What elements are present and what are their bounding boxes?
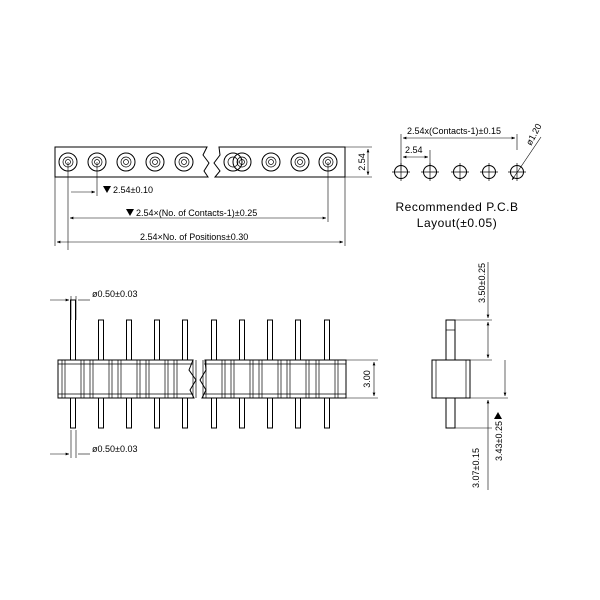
body-left (57, 359, 197, 399)
side-pin (445, 319, 456, 361)
pin (145, 319, 169, 429)
pcb-holes (392, 163, 526, 181)
dim-positions-label: 2.54×No. of Positions±0.30 (140, 232, 248, 242)
top-view: 2.54 2.54±0.10 2.54×(No. of Contacts-1)±… (54, 146, 372, 250)
pcb-hole (508, 163, 526, 181)
pcb-dim-contacts-label: 2.54x(Contacts-1)±0.15 (407, 126, 501, 136)
side-view: 3.50±0.25 3.43±0.25 3.07±0.15 (431, 262, 508, 490)
dim-pin-top-label: ø0.50±0.03 (92, 289, 137, 299)
pcb-title-line1: Recommended P.C.B (395, 200, 518, 214)
pin (315, 319, 339, 429)
front-view: ø0.50±0.03 ø0.50±0.03 3.00 (50, 289, 378, 458)
strip-right (213, 146, 346, 178)
pin (89, 319, 113, 429)
pin (230, 319, 254, 429)
dim-contacts-label: 2.54×(No. of Contacts-1)±0.25 (136, 208, 257, 218)
contact-hole (145, 152, 165, 172)
pcb-layout: 2.54x(Contacts-1)±0.15 2.54 ø1.20 Recomm… (392, 122, 544, 230)
pcb-hole (451, 163, 469, 181)
contact-hole (223, 152, 243, 172)
pin (286, 319, 310, 429)
dim-body-label: 3.00 (362, 370, 372, 388)
dim-bottom-inner-label: 3.43±0.25 (494, 421, 504, 461)
dim-height-label: 2.54 (357, 153, 367, 171)
contact-holes (58, 152, 338, 172)
side-body (431, 359, 471, 399)
pins (61, 299, 339, 429)
contact-hole (116, 152, 136, 172)
strip-left (54, 146, 210, 178)
pin (61, 299, 85, 429)
dim-pin-bottom-label: ø0.50±0.03 (92, 444, 137, 454)
contact-hole (290, 152, 310, 172)
contact-hole (174, 152, 194, 172)
pin (117, 319, 141, 429)
pcb-title-line2: Layout(±0.05) (417, 216, 497, 230)
dim-bottom-outer-label: 3.07±0.15 (471, 448, 481, 488)
pcb-hole (480, 163, 498, 181)
dim-pitch-label: 2.54±0.10 (113, 185, 153, 195)
pcb-dim-hole-label: ø1.20 (524, 122, 544, 147)
pin (202, 319, 226, 429)
pcb-dim-pitch-label: 2.54 (405, 145, 423, 155)
dim-top-label: 3.50±0.25 (477, 263, 487, 303)
contact-hole (261, 152, 281, 172)
pin (173, 319, 197, 429)
pin (258, 319, 282, 429)
